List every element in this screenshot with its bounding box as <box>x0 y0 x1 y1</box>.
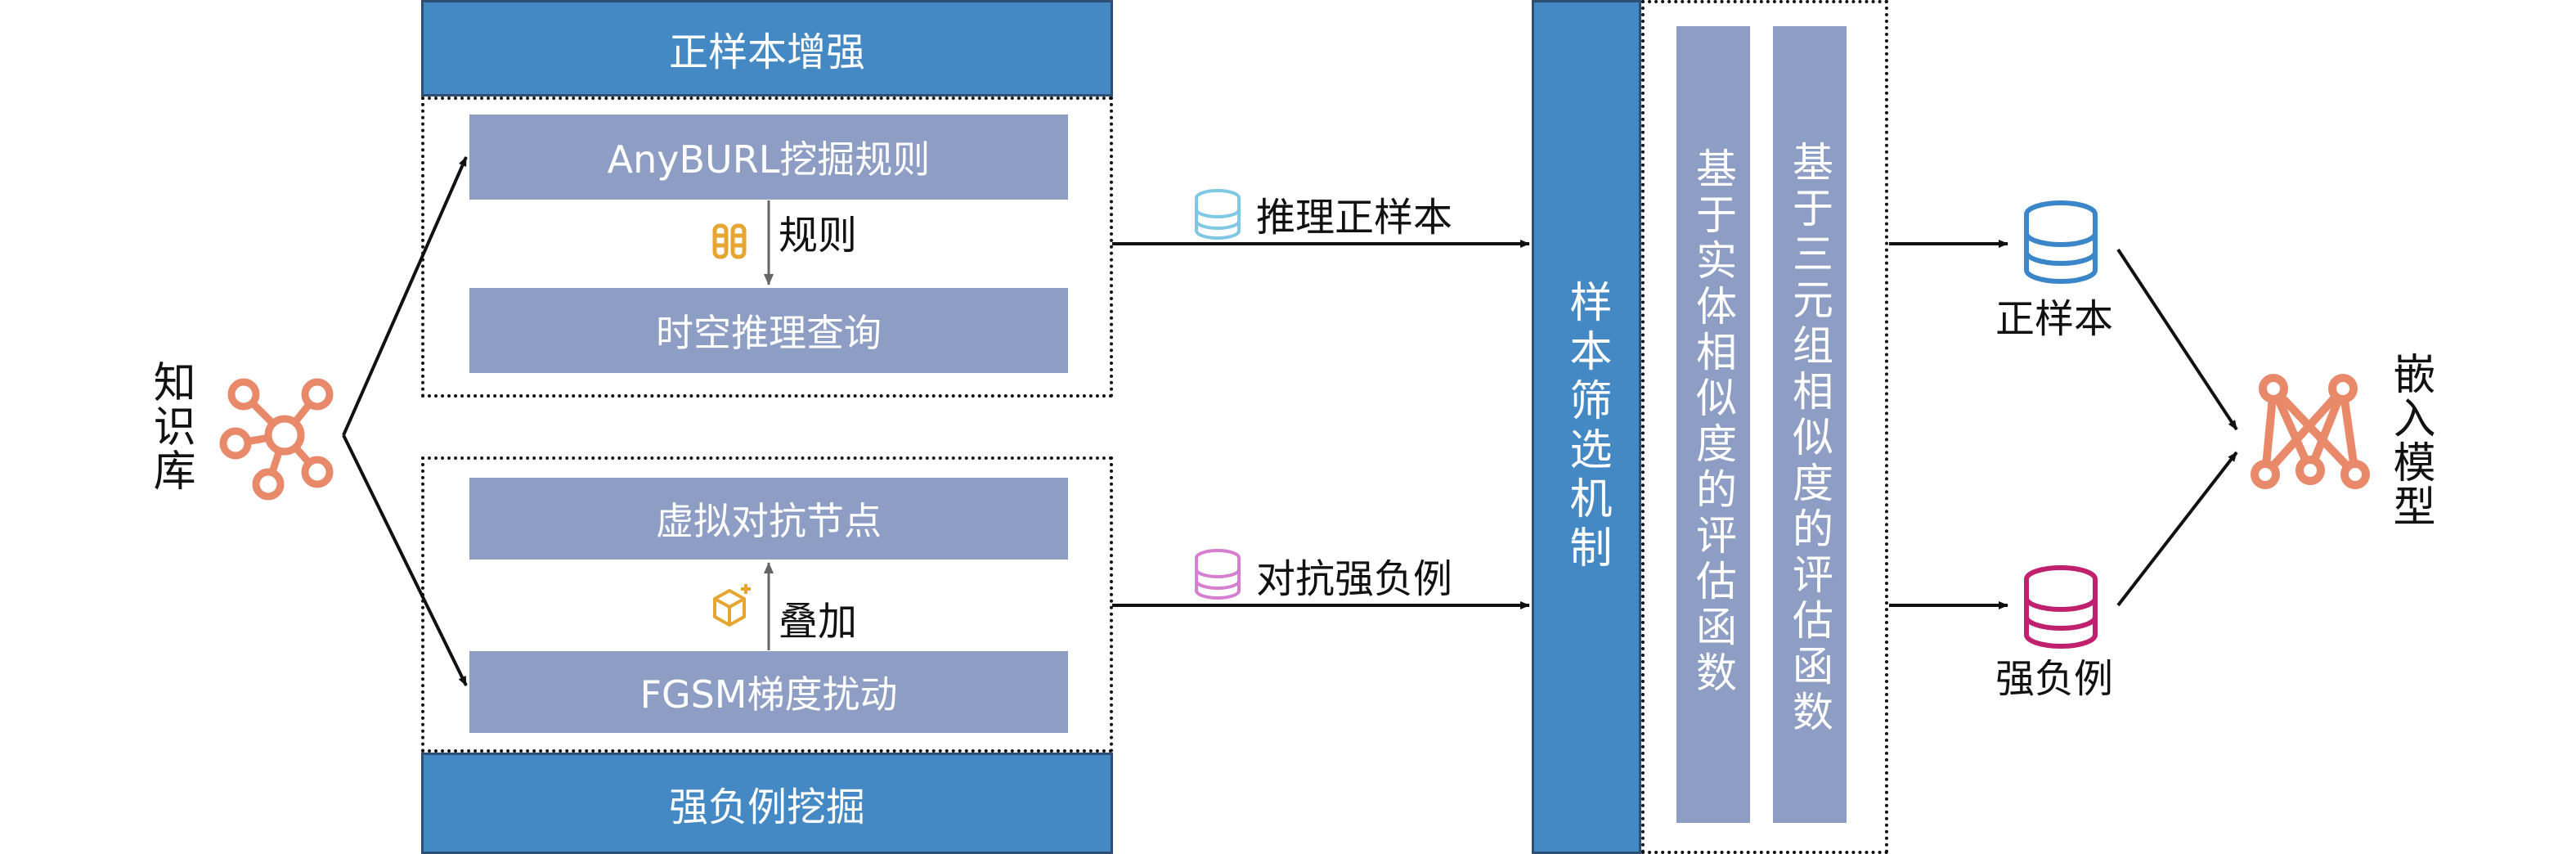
strong-negative-database-icon <box>2024 565 2098 649</box>
embedding-model-icon <box>2251 374 2370 489</box>
virtual-adversarial-node-label: 虚拟对抗节点 <box>656 499 882 543</box>
anyburl-rule-mining-step: AnyBURL挖掘规则 <box>469 115 1068 200</box>
spatiotemporal-query-step: 时空推理查询 <box>469 288 1068 373</box>
knowledge-base-label: 知识库 <box>146 360 196 492</box>
fgsm-gradient-perturbation-label: FGSM梯度扰动 <box>640 672 898 717</box>
knowledge-base-text: 知识库 <box>146 360 195 492</box>
strong-negative-label: 强负例 <box>1995 656 2114 702</box>
sample-filter-mechanism: 样本筛选机制 <box>1532 0 1641 854</box>
negative-mining-title: 强负例挖掘 <box>668 784 865 830</box>
rules-arrow-label: 规则 <box>779 213 858 258</box>
embedding-model-label: 嵌入模型 <box>2385 352 2435 528</box>
triple-similarity-label: 基于三元组相似度的评估函数 <box>1786 141 1833 736</box>
adversarial-negative-database-icon <box>1195 549 1241 600</box>
triple-similarity-function: 基于三元组相似度的评估函数 <box>1773 26 1847 823</box>
cube-add-icon <box>713 584 751 627</box>
anyburl-rule-mining-label: AnyBURL挖掘规则 <box>607 137 931 182</box>
negative-mining-header: 强负例挖掘 <box>421 753 1113 854</box>
adversarial-negative-label: 对抗强负例 <box>1256 556 1453 602</box>
positive-augmentation-header: 正样本增强 <box>421 0 1113 97</box>
positive-augmentation-title: 正样本增强 <box>668 29 865 75</box>
fgsm-gradient-perturbation-step: FGSM梯度扰动 <box>469 651 1068 733</box>
inferred-positive-database-icon <box>1195 189 1241 240</box>
spatiotemporal-query-label: 时空推理查询 <box>656 311 882 355</box>
positive-sample-database-icon <box>2024 200 2098 284</box>
virtual-adversarial-node-step: 虚拟对抗节点 <box>469 478 1068 560</box>
entity-similarity-label: 基于实体相似度的评估函数 <box>1690 147 1737 697</box>
rules-icon <box>712 223 747 259</box>
embedding-model-label-wrap: 嵌入模型 <box>2380 352 2435 528</box>
overlay-arrow-label: 叠加 <box>779 599 858 645</box>
positive-augmentation-panel <box>421 97 1113 398</box>
sample-filter-label: 样本筛选机制 <box>1562 280 1611 574</box>
knowledge-graph-icon <box>219 378 334 501</box>
entity-similarity-function: 基于实体相似度的评估函数 <box>1676 26 1750 823</box>
inferred-positive-label: 推理正样本 <box>1256 195 1453 240</box>
positive-sample-label: 正样本 <box>1995 296 2114 342</box>
negative-mining-panel <box>421 456 1113 753</box>
evaluation-functions-panel <box>1641 0 1888 854</box>
